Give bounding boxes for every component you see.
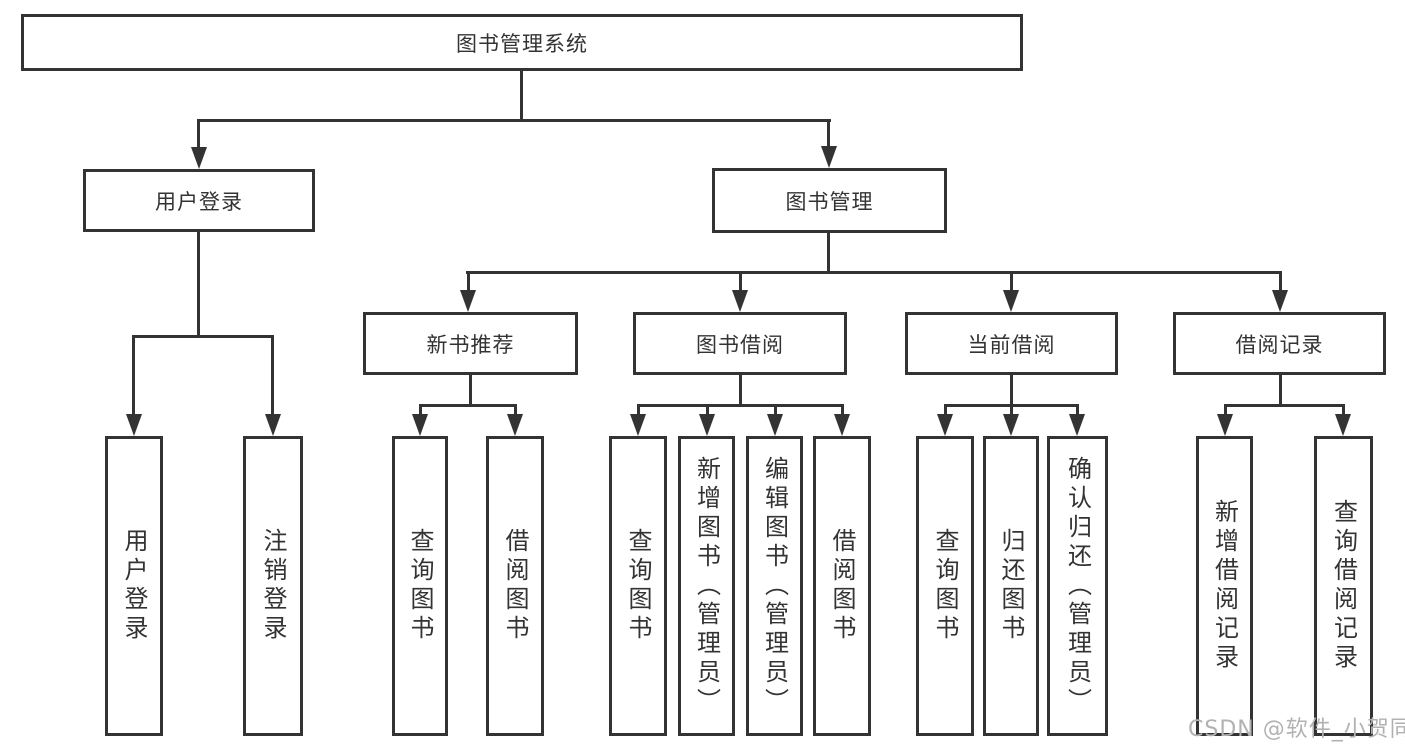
arrow-down-icon <box>821 146 837 168</box>
connector-line <box>469 375 472 405</box>
leaf-add-book-admin: 新增图书（管理员） <box>678 436 735 736</box>
arrow-down-icon <box>834 414 850 436</box>
node-root: 图书管理系统 <box>21 14 1023 71</box>
arrow-down-icon <box>126 414 142 436</box>
connector-line <box>197 119 831 122</box>
arrow-down-icon <box>1217 414 1233 436</box>
connector-line <box>132 335 274 338</box>
connector-line <box>739 271 742 291</box>
connector-line <box>1010 404 1013 416</box>
node-current-borrowing: 当前借阅 <box>905 312 1118 375</box>
connector-line <box>514 404 517 416</box>
leaf-query-books-recommend: 查询图书 <box>392 436 448 736</box>
leaf-add-borrow-record: 新增借阅记录 <box>1196 436 1253 736</box>
leaf-return-books: 归还图书 <box>983 436 1039 736</box>
leaf-query-books-current: 查询图书 <box>916 436 974 736</box>
connector-line <box>706 404 709 416</box>
connector-line <box>841 404 844 416</box>
node-book-borrowing: 图书借阅 <box>633 312 847 375</box>
node-book-management: 图书管理 <box>712 168 947 233</box>
connector-line <box>1224 404 1345 407</box>
connector-line <box>1010 375 1013 405</box>
connector-line <box>944 404 947 416</box>
leaf-query-borrow-record: 查询借阅记录 <box>1314 436 1373 736</box>
arrow-down-icon <box>460 290 476 312</box>
leaf-borrow-books: 借阅图书 <box>813 436 871 736</box>
connector-line <box>774 404 777 416</box>
arrow-down-icon <box>1272 290 1288 312</box>
watermark: CSDN @软件_小贺同学 <box>1188 717 1405 742</box>
connector-line <box>520 71 523 119</box>
leaf-borrow-books-recommend: 借阅图书 <box>486 436 544 736</box>
connector-line <box>197 119 200 149</box>
leaf-user-login: 用户登录 <box>105 436 163 736</box>
connector-line <box>637 404 640 416</box>
leaf-confirm-return-admin: 确认归还（管理员） <box>1047 436 1108 736</box>
connector-line <box>1342 404 1345 416</box>
arrow-down-icon <box>699 414 715 436</box>
connector-line <box>1279 271 1282 291</box>
connector-line <box>1010 271 1013 291</box>
connector-line <box>1224 404 1227 416</box>
arrow-down-icon <box>1069 414 1085 436</box>
arrow-down-icon <box>191 147 207 169</box>
connector-line <box>271 335 274 415</box>
connector-line <box>466 271 1282 274</box>
node-new-book-recommendation: 新书推荐 <box>363 312 578 375</box>
node-borrowing-records: 借阅记录 <box>1173 312 1386 375</box>
arrow-down-icon <box>767 414 783 436</box>
connector-line <box>467 271 470 291</box>
arrow-down-icon <box>937 414 953 436</box>
arrow-down-icon <box>732 290 748 312</box>
leaf-query-books-borrowing: 查询图书 <box>609 436 667 736</box>
leaf-edit-book-admin: 编辑图书（管理员） <box>746 436 803 736</box>
arrow-down-icon <box>1335 414 1351 436</box>
connector-line <box>739 375 742 405</box>
connector-line <box>827 233 830 271</box>
arrow-down-icon <box>1003 290 1019 312</box>
arrow-down-icon <box>630 414 646 436</box>
arrow-down-icon <box>265 414 281 436</box>
node-user-login: 用户登录 <box>83 169 315 232</box>
connector-line <box>827 119 830 149</box>
connector-line <box>1279 375 1282 405</box>
arrow-down-icon <box>1003 414 1019 436</box>
arrow-down-icon <box>412 414 428 436</box>
arrow-down-icon <box>507 414 523 436</box>
connector-line <box>132 335 135 415</box>
connector-line <box>419 404 422 416</box>
connector-line <box>637 404 844 407</box>
connector-line <box>197 232 200 335</box>
connector-line <box>1076 404 1079 416</box>
connector-line <box>419 404 517 407</box>
leaf-logout: 注销登录 <box>243 436 303 736</box>
